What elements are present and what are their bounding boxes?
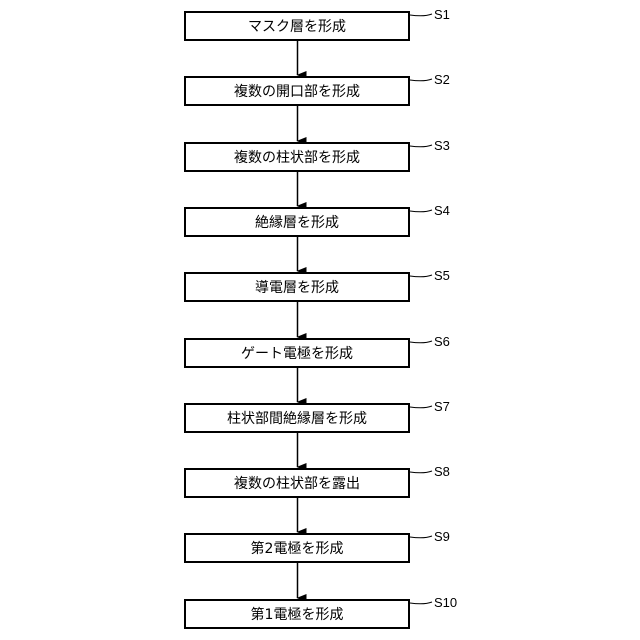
step-box-s3: 複数の柱状部を形成 (184, 142, 410, 172)
step-text: 柱状部間絶縁層を形成 (227, 408, 367, 428)
step-id-label: S7 (434, 399, 450, 414)
leader-line (410, 145, 432, 147)
leader-line (410, 210, 432, 212)
leader-line (410, 602, 432, 604)
step-text: 複数の開口部を形成 (234, 81, 360, 101)
leader-line (410, 471, 432, 473)
step-box-s5: 導電層を形成 (184, 272, 410, 302)
step-id-label: S5 (434, 268, 450, 283)
leader-line (410, 14, 432, 16)
step-box-s2: 複数の開口部を形成 (184, 76, 410, 106)
step-id-label: S10 (434, 595, 457, 610)
step-text: 複数の柱状部を露出 (234, 473, 360, 493)
leader-line (410, 536, 432, 538)
step-box-s9: 第2電極を形成 (184, 533, 410, 563)
step-id-label: S3 (434, 138, 450, 153)
step-id-label: S9 (434, 529, 450, 544)
leader-line (410, 79, 432, 81)
leader-line (410, 406, 432, 408)
step-text: 絶縁層を形成 (255, 212, 339, 232)
step-id-label: S8 (434, 464, 450, 479)
leader-line (410, 341, 432, 343)
step-box-s7: 柱状部間絶縁層を形成 (184, 403, 410, 433)
step-box-s10: 第1電極を形成 (184, 599, 410, 629)
step-box-s4: 絶縁層を形成 (184, 207, 410, 237)
step-id-label: S1 (434, 7, 450, 22)
step-text: 導電層を形成 (255, 277, 339, 297)
step-id-label: S6 (434, 334, 450, 349)
step-text: ゲート電極を形成 (241, 343, 353, 363)
step-box-s1: マスク層を形成 (184, 11, 410, 41)
leader-line (410, 275, 432, 277)
step-id-label: S4 (434, 203, 450, 218)
step-id-label: S2 (434, 72, 450, 87)
step-text: 第1電極を形成 (251, 604, 344, 624)
step-box-s8: 複数の柱状部を露出 (184, 468, 410, 498)
step-box-s6: ゲート電極を形成 (184, 338, 410, 368)
step-text: 複数の柱状部を形成 (234, 147, 360, 167)
step-text: 第2電極を形成 (251, 538, 344, 558)
step-text: マスク層を形成 (248, 16, 346, 36)
